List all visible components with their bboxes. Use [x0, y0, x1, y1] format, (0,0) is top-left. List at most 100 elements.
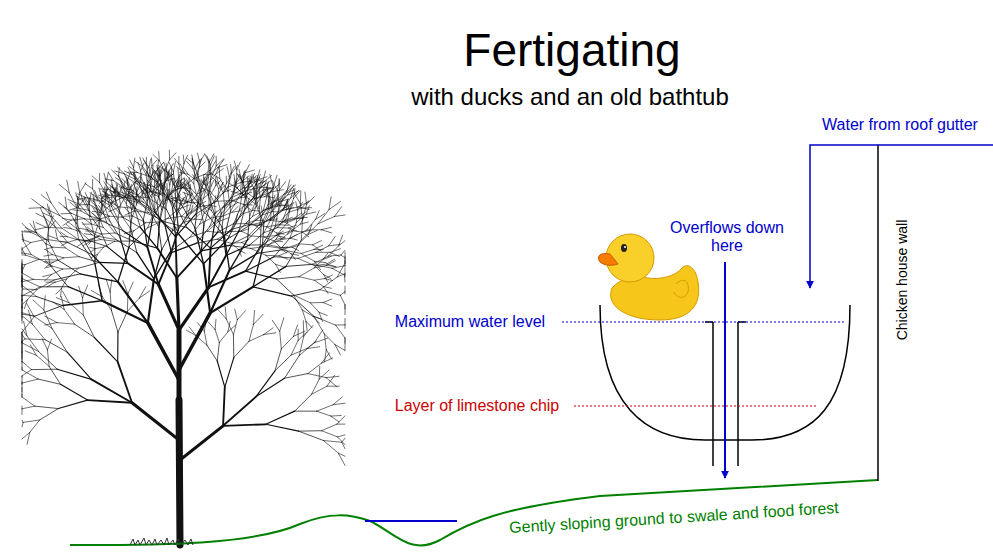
tree-branch	[219, 168, 220, 179]
tree-branch	[131, 229, 137, 253]
tree-branch	[54, 274, 80, 280]
tree-branch	[68, 208, 76, 211]
tree-branch	[328, 255, 340, 256]
tree-branch	[49, 241, 58, 260]
tree-branch	[338, 453, 345, 465]
tree-branch	[329, 236, 335, 245]
tree-branch	[340, 292, 345, 295]
tree-branch	[254, 188, 256, 204]
duck-eye	[621, 244, 627, 252]
tree-branch	[22, 342, 23, 353]
tree-branch	[277, 180, 279, 191]
tree-branch	[106, 172, 108, 182]
tree-branch	[228, 177, 229, 192]
tree-branch	[22, 316, 32, 324]
tree-branch	[22, 420, 23, 422]
tree-branch	[139, 291, 149, 298]
tree-branch	[148, 323, 179, 380]
tree-branch	[68, 287, 102, 301]
tree-branch	[317, 405, 333, 411]
tree-branch	[31, 369, 57, 370]
tree-branch	[22, 289, 24, 291]
tree-branch	[189, 327, 196, 336]
tree-branch	[313, 241, 322, 245]
tree-branch	[334, 207, 341, 217]
tree-branch	[58, 260, 80, 274]
tree-branch	[82, 298, 84, 315]
tree-branch	[222, 207, 225, 227]
tree-branch	[143, 167, 151, 177]
tree-illustration	[22, 150, 345, 545]
tree-branch	[126, 203, 131, 222]
tree-branch	[164, 188, 173, 208]
tree-branch	[307, 197, 315, 204]
tree-branch	[131, 196, 148, 197]
tree-branch	[266, 411, 295, 424]
tree-branch	[194, 169, 195, 184]
tree-branch	[322, 431, 338, 437]
tree-branch	[345, 268, 346, 273]
tree-branch	[40, 208, 44, 218]
tree-branch	[226, 319, 233, 335]
tree-branch	[211, 186, 216, 195]
tree-branch	[232, 211, 241, 212]
tree-branch	[169, 150, 170, 160]
tree-branch	[218, 189, 219, 200]
tree-branch	[25, 351, 36, 355]
tree-branch	[53, 247, 66, 249]
tree-branch	[104, 173, 106, 181]
tree-branch	[302, 310, 306, 321]
tree-branch	[294, 213, 302, 218]
tree-branch	[173, 172, 174, 186]
tree-branch	[304, 325, 313, 336]
tree-branch	[319, 366, 320, 379]
tree-branch	[78, 181, 80, 192]
tree-branch	[152, 160, 157, 166]
tree-branch	[121, 215, 132, 216]
tree-branch	[208, 159, 210, 170]
tree-branch	[312, 264, 332, 268]
tree-branch	[140, 157, 143, 167]
tree-branch	[200, 184, 201, 199]
tree-branch	[204, 264, 211, 313]
tree-branch	[303, 321, 304, 337]
tree-branch	[250, 220, 270, 225]
tree-branch	[22, 376, 23, 385]
tree-branch	[201, 199, 209, 217]
tree-branch	[311, 386, 326, 394]
tree-branch	[180, 426, 223, 460]
tree-branch	[328, 246, 338, 256]
tree-branch	[201, 175, 207, 184]
tree-branch	[159, 176, 164, 189]
tree-branch	[298, 207, 310, 209]
tree-branch	[177, 182, 186, 190]
tree-branch	[254, 177, 259, 188]
tree-branch	[345, 292, 346, 294]
tree-branch	[31, 239, 46, 242]
tree-branch	[102, 204, 104, 212]
tree-branch	[110, 280, 112, 292]
tree-branch	[253, 310, 254, 324]
tree-branch	[96, 205, 98, 215]
tree-branch	[185, 193, 188, 202]
tree-branch	[257, 190, 266, 199]
tree-branch	[118, 311, 127, 332]
tree-branch	[148, 279, 154, 323]
tree-branch	[235, 186, 243, 194]
tree-branch	[211, 210, 222, 227]
tree-branch	[37, 280, 54, 290]
tree-branch	[300, 204, 302, 220]
tree-branch	[210, 165, 211, 178]
tree-branch	[209, 217, 224, 237]
tree-branch	[94, 338, 117, 362]
tree-branch	[57, 323, 75, 325]
tree-branch	[274, 208, 283, 217]
tree-branch	[177, 251, 201, 278]
tree-branch	[166, 209, 178, 234]
tree-branch	[67, 352, 91, 379]
tree-branch	[78, 198, 85, 207]
tree-branch	[231, 198, 241, 203]
limestone-line	[574, 405, 816, 406]
tree-branch	[179, 313, 210, 370]
tree-branch	[341, 255, 345, 258]
